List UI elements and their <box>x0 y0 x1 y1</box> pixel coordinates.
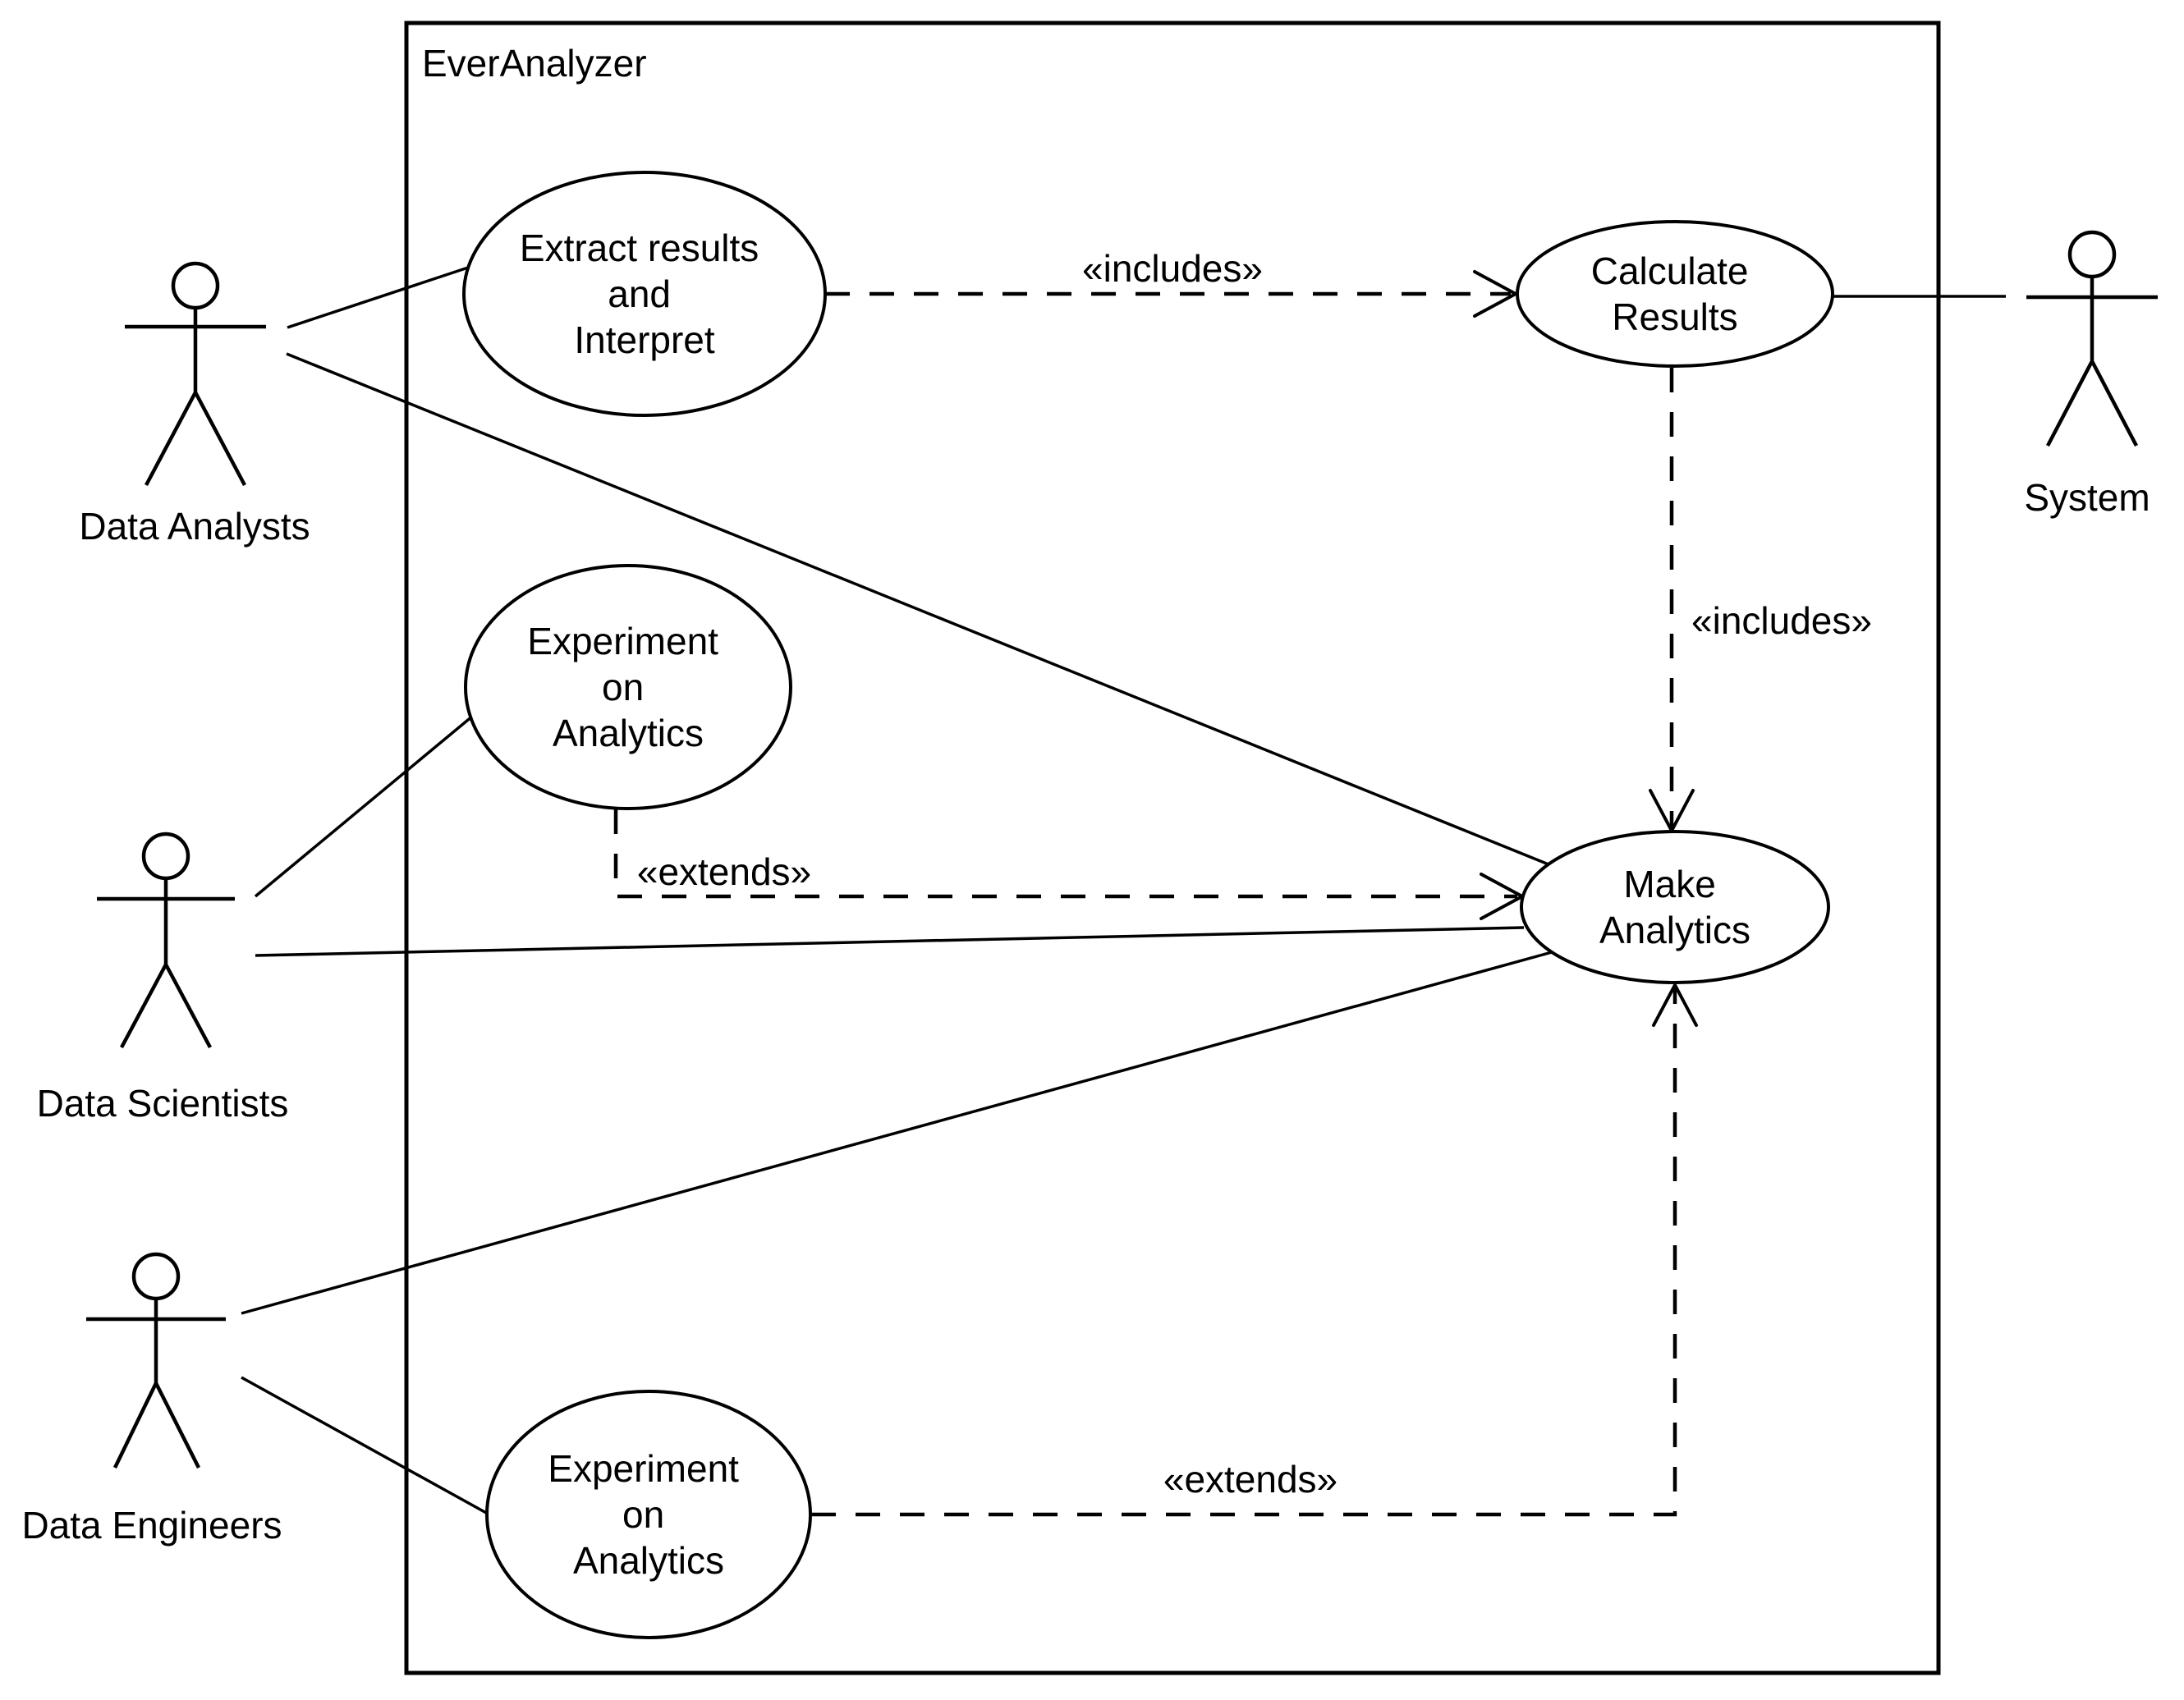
association-scientists-make-analytics <box>255 926 1525 957</box>
system-boundary: EverAnalyzer <box>404 21 1941 1675</box>
system-boundary-box <box>404 21 1941 1675</box>
use-case-make-analytics: Make Analytics <box>1520 830 1830 984</box>
actor-head-icon <box>141 832 190 881</box>
extends-lower-label: «extends» <box>1163 1458 1337 1501</box>
actor-head-icon <box>171 261 220 310</box>
stick-figure-icon <box>86 1299 226 1469</box>
dependencies: «includes» «includes» «extends» «extends… <box>613 247 1872 1517</box>
association-analysts-extract <box>287 266 469 329</box>
actor-system: System <box>2024 230 2158 519</box>
includes-horizontal-label: «includes» <box>1082 247 1263 290</box>
use-case-calculate-results: Calculate Results <box>1516 220 1834 368</box>
use-case-ellipse <box>1520 830 1830 984</box>
use-case-label: Experiment on Analytics <box>548 1447 749 1582</box>
association-engineers-experiment-lower <box>241 1376 489 1515</box>
actor-data-analysts: Data Analysts <box>79 261 310 548</box>
actor-data-engineers: Data Engineers <box>21 1252 282 1546</box>
use-case-label: Extract results and Interpret <box>520 227 769 361</box>
use-case-ellipse <box>1516 220 1834 368</box>
use-case-label: Make Analytics <box>1599 863 1750 951</box>
arrowhead-up-icon <box>1652 981 1698 1027</box>
actor-label: Data Analysts <box>79 505 310 548</box>
extends-lower-line <box>811 988 1677 1517</box>
actor-head-icon <box>131 1252 181 1301</box>
use-case-ellipse <box>462 171 827 417</box>
actor-label: Data Engineers <box>21 1504 282 1546</box>
association-analysts-make-analytics <box>286 352 1549 866</box>
actor-label: System <box>2024 476 2150 519</box>
extends-upper-line <box>613 809 1517 899</box>
stick-figure-icon <box>2026 277 2158 447</box>
association-engineers-make-analytics <box>241 951 1553 1315</box>
use-case-experiment-upper: Experiment on Analytics <box>464 564 792 810</box>
use-case-extract-results: Extract results and Interpret <box>462 171 827 417</box>
system-boundary-title: EverAnalyzer <box>422 42 647 85</box>
extends-upper-label: «extends» <box>637 850 811 893</box>
includes-vertical-label: «includes» <box>1691 599 1872 642</box>
actor-data-scientists: Data Scientists <box>37 832 289 1125</box>
stick-figure-icon <box>97 878 235 1049</box>
use-case-ellipse <box>485 1390 812 1639</box>
associations <box>241 266 2006 1515</box>
use-case-label: Experiment on Analytics <box>527 620 728 754</box>
actor-head-icon <box>2067 230 2117 279</box>
use-case-experiment-lower: Experiment on Analytics <box>485 1390 812 1639</box>
use-case-label: Calculate Results <box>1591 250 1760 338</box>
actor-label: Data Scientists <box>37 1082 289 1125</box>
stick-figure-icon <box>125 308 266 487</box>
association-scientists-experiment-upper <box>254 714 475 898</box>
use-case-ellipse <box>464 564 792 810</box>
